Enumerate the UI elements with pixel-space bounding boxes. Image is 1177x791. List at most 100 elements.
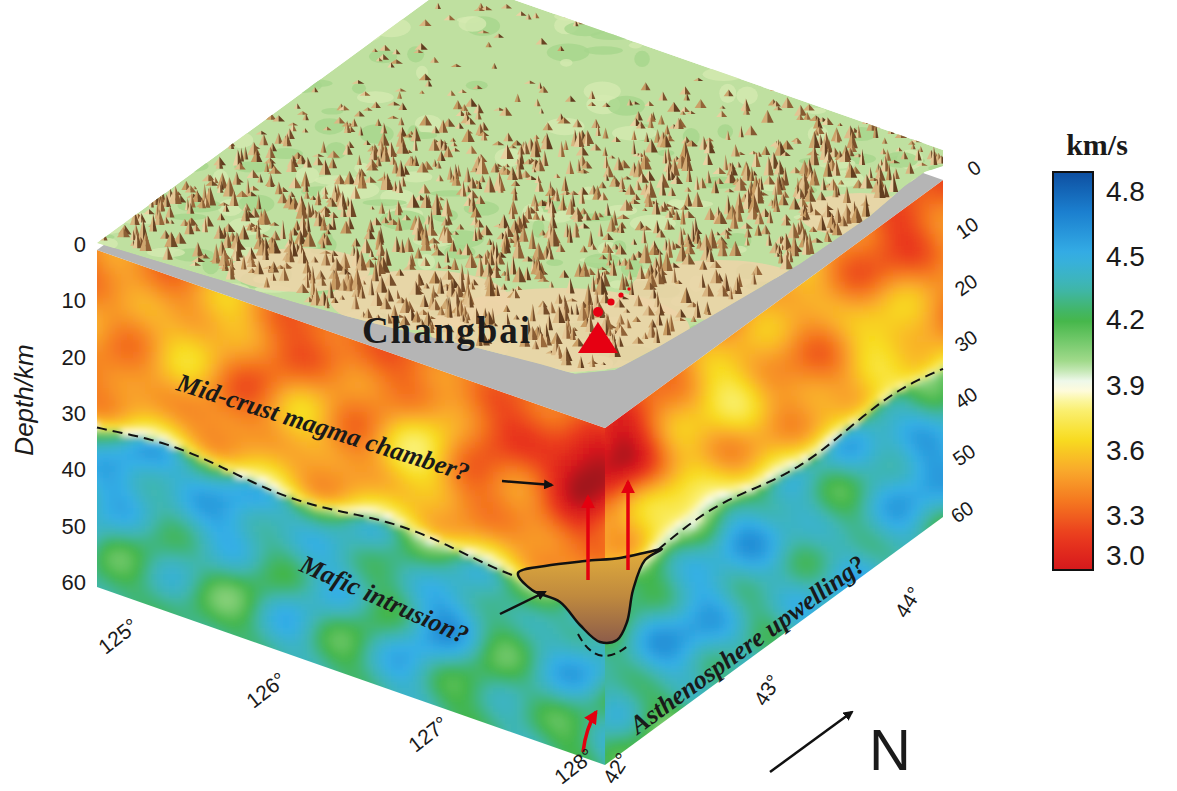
velocity-cell xyxy=(193,484,200,491)
velocity-cell xyxy=(97,526,104,533)
velocity-cell xyxy=(127,730,134,737)
velocity-cell xyxy=(127,304,134,311)
velocity-cell xyxy=(145,478,152,485)
velocity-cell xyxy=(109,724,116,731)
velocity-cell xyxy=(181,610,188,617)
velocity-cell xyxy=(187,334,194,341)
velocity-cell xyxy=(115,442,122,449)
velocity-cell xyxy=(91,376,98,383)
velocity-cell xyxy=(109,598,116,605)
velocity-cell xyxy=(103,418,110,425)
velocity-cell xyxy=(151,526,158,533)
velocity-cell xyxy=(139,712,146,719)
velocity-cell xyxy=(193,604,200,611)
velocity-cell xyxy=(193,286,200,293)
velocity-cell xyxy=(121,754,128,761)
velocity-cell xyxy=(127,724,134,731)
velocity-cell xyxy=(103,286,110,293)
velocity-cell xyxy=(115,664,122,671)
velocity-cell xyxy=(193,340,200,347)
velocity-cell xyxy=(91,430,98,437)
velocity-cell xyxy=(199,724,206,731)
velocity-cell xyxy=(109,310,116,317)
velocity-cell xyxy=(97,682,104,689)
velocity-cell xyxy=(175,544,182,551)
velocity-cell xyxy=(181,706,188,713)
velocity-cell xyxy=(205,484,212,491)
velocity-cell xyxy=(211,610,218,617)
velocity-cell xyxy=(139,754,146,761)
velocity-cell xyxy=(121,358,128,365)
velocity-cell xyxy=(115,676,122,683)
velocity-cell xyxy=(151,448,158,455)
velocity-cell xyxy=(193,586,200,593)
velocity-cell xyxy=(169,724,176,731)
velocity-cell xyxy=(193,634,200,641)
velocity-cell xyxy=(187,748,194,755)
velocity-cell xyxy=(169,682,176,689)
velocity-cell xyxy=(91,598,98,605)
velocity-cell xyxy=(133,424,140,431)
velocity-cell xyxy=(181,646,188,653)
velocity-cell xyxy=(97,556,104,563)
velocity-cell xyxy=(205,646,212,653)
velocity-cell xyxy=(199,526,206,533)
velocity-cell xyxy=(205,352,212,359)
velocity-cell xyxy=(121,442,128,449)
velocity-cell xyxy=(115,310,122,317)
velocity-cell xyxy=(139,556,146,563)
velocity-cell xyxy=(109,460,116,467)
velocity-cell xyxy=(169,670,176,677)
velocity-cell xyxy=(145,388,152,395)
velocity-cell xyxy=(163,292,170,299)
velocity-cell xyxy=(97,544,104,551)
velocity-cell xyxy=(91,442,98,449)
velocity-cell xyxy=(187,424,194,431)
velocity-cell xyxy=(109,610,116,617)
velocity-cell xyxy=(85,514,92,521)
velocity-cell xyxy=(85,652,92,659)
velocity-cell xyxy=(139,472,146,479)
velocity-cell xyxy=(91,280,98,287)
velocity-cell xyxy=(169,736,176,743)
velocity-cell xyxy=(91,286,98,293)
velocity-cell xyxy=(133,598,140,605)
velocity-cell xyxy=(163,652,170,659)
velocity-cell xyxy=(193,430,200,437)
velocity-cell xyxy=(199,556,206,563)
velocity-cell xyxy=(115,742,122,749)
velocity-cell xyxy=(91,730,98,737)
velocity-cell xyxy=(151,346,158,353)
velocity-cell xyxy=(211,298,218,305)
velocity-cell xyxy=(139,640,146,647)
velocity-cell xyxy=(115,298,122,305)
velocity-cell xyxy=(151,460,158,467)
velocity-cell xyxy=(187,538,194,545)
velocity-cell xyxy=(121,298,128,305)
velocity-cell xyxy=(109,574,116,581)
velocity-cell xyxy=(187,712,194,719)
velocity-cell xyxy=(151,358,158,365)
velocity-cell xyxy=(103,358,110,365)
velocity-cell xyxy=(211,532,218,539)
velocity-cell xyxy=(121,352,128,359)
velocity-cell xyxy=(175,454,182,461)
velocity-cell xyxy=(91,448,98,455)
velocity-cell xyxy=(193,436,200,443)
velocity-cell xyxy=(193,364,200,371)
velocity-cell xyxy=(109,742,116,749)
velocity-cell xyxy=(187,754,194,761)
velocity-cell xyxy=(139,364,146,371)
velocity-cell xyxy=(139,514,146,521)
velocity-cell xyxy=(211,514,218,521)
velocity-cell xyxy=(121,310,128,317)
velocity-cell xyxy=(157,544,164,551)
velocity-cell xyxy=(157,514,164,521)
velocity-cell xyxy=(115,262,122,269)
velocity-cell xyxy=(109,766,116,773)
velocity-cell xyxy=(139,736,146,743)
velocity-cell xyxy=(181,676,188,683)
velocity-cell xyxy=(133,466,140,473)
velocity-cell xyxy=(199,538,206,545)
velocity-cell xyxy=(181,634,188,641)
